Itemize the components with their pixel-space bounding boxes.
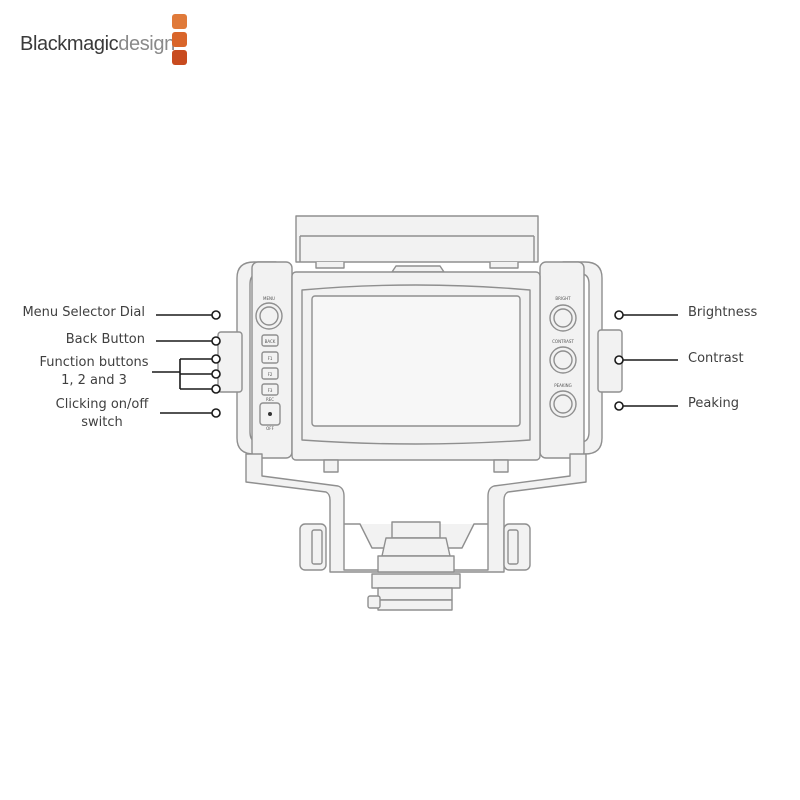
leader-dot-contrast: [614, 355, 624, 365]
device-label-off: OFF: [266, 426, 274, 431]
label-clicking-switch: Clicking on/off switch: [44, 396, 160, 432]
label-clicking-switch-line1: Clicking on/off: [55, 397, 149, 412]
label-brightness: Brightness: [688, 305, 758, 320]
label-peaking: Peaking: [688, 396, 739, 411]
shoe-mount: [367, 573, 461, 611]
leader-dot-back-button: [211, 336, 221, 346]
leader-dot-menu-selector-dial: [211, 310, 221, 320]
brand-square-2: [172, 32, 187, 47]
device-label-f3: F3: [268, 388, 273, 393]
label-menu-selector-dial: Menu Selector Dial: [22, 305, 145, 320]
left-control-panel: [251, 261, 293, 459]
device-label-menu: MENU: [263, 296, 275, 301]
device-label-rec: REC: [266, 397, 274, 402]
leader-dot-brightness: [614, 310, 624, 320]
device-label-f2: F2: [268, 372, 273, 377]
brand-name-bold: Blackmagic: [20, 33, 119, 55]
leader-dot-f3: [211, 384, 221, 394]
leader-function-buttons: [152, 358, 212, 390]
label-function-buttons-line2: 1, 2 and 3: [61, 373, 127, 388]
brand-squares-icon: [172, 14, 187, 68]
label-contrast: Contrast: [688, 351, 744, 366]
device-label-bright: BRIGHT: [555, 296, 571, 301]
device-label-contrast: CONTRAST: [552, 339, 574, 344]
leader-dot-f2: [211, 369, 221, 379]
device-label-f1: F1: [268, 356, 273, 361]
monitor-screen: [311, 295, 521, 427]
label-function-buttons-line1: Function buttons: [39, 355, 149, 370]
brand-square-3: [172, 50, 187, 65]
label-back-button: Back Button: [65, 332, 145, 347]
monitor-body: [291, 271, 541, 473]
leader-dot-peaking: [614, 401, 624, 411]
right-control-panel: [539, 261, 585, 459]
leader-dot-clicking-switch: [211, 408, 221, 418]
label-function-buttons: Function buttons 1, 2 and 3: [36, 354, 152, 390]
brand-square-1: [172, 14, 187, 29]
mounting-bracket: [245, 453, 587, 573]
label-clicking-switch-line2: switch: [81, 415, 123, 430]
leader-dot-f1: [211, 354, 221, 364]
brand-wordmark: Blackmagicdesign: [20, 33, 175, 56]
sun-hood: [295, 215, 539, 273]
device-label-back: BACK: [265, 339, 276, 344]
brand-name-light: design: [118, 33, 175, 55]
device-label-peaking: PEAKING: [554, 383, 572, 388]
